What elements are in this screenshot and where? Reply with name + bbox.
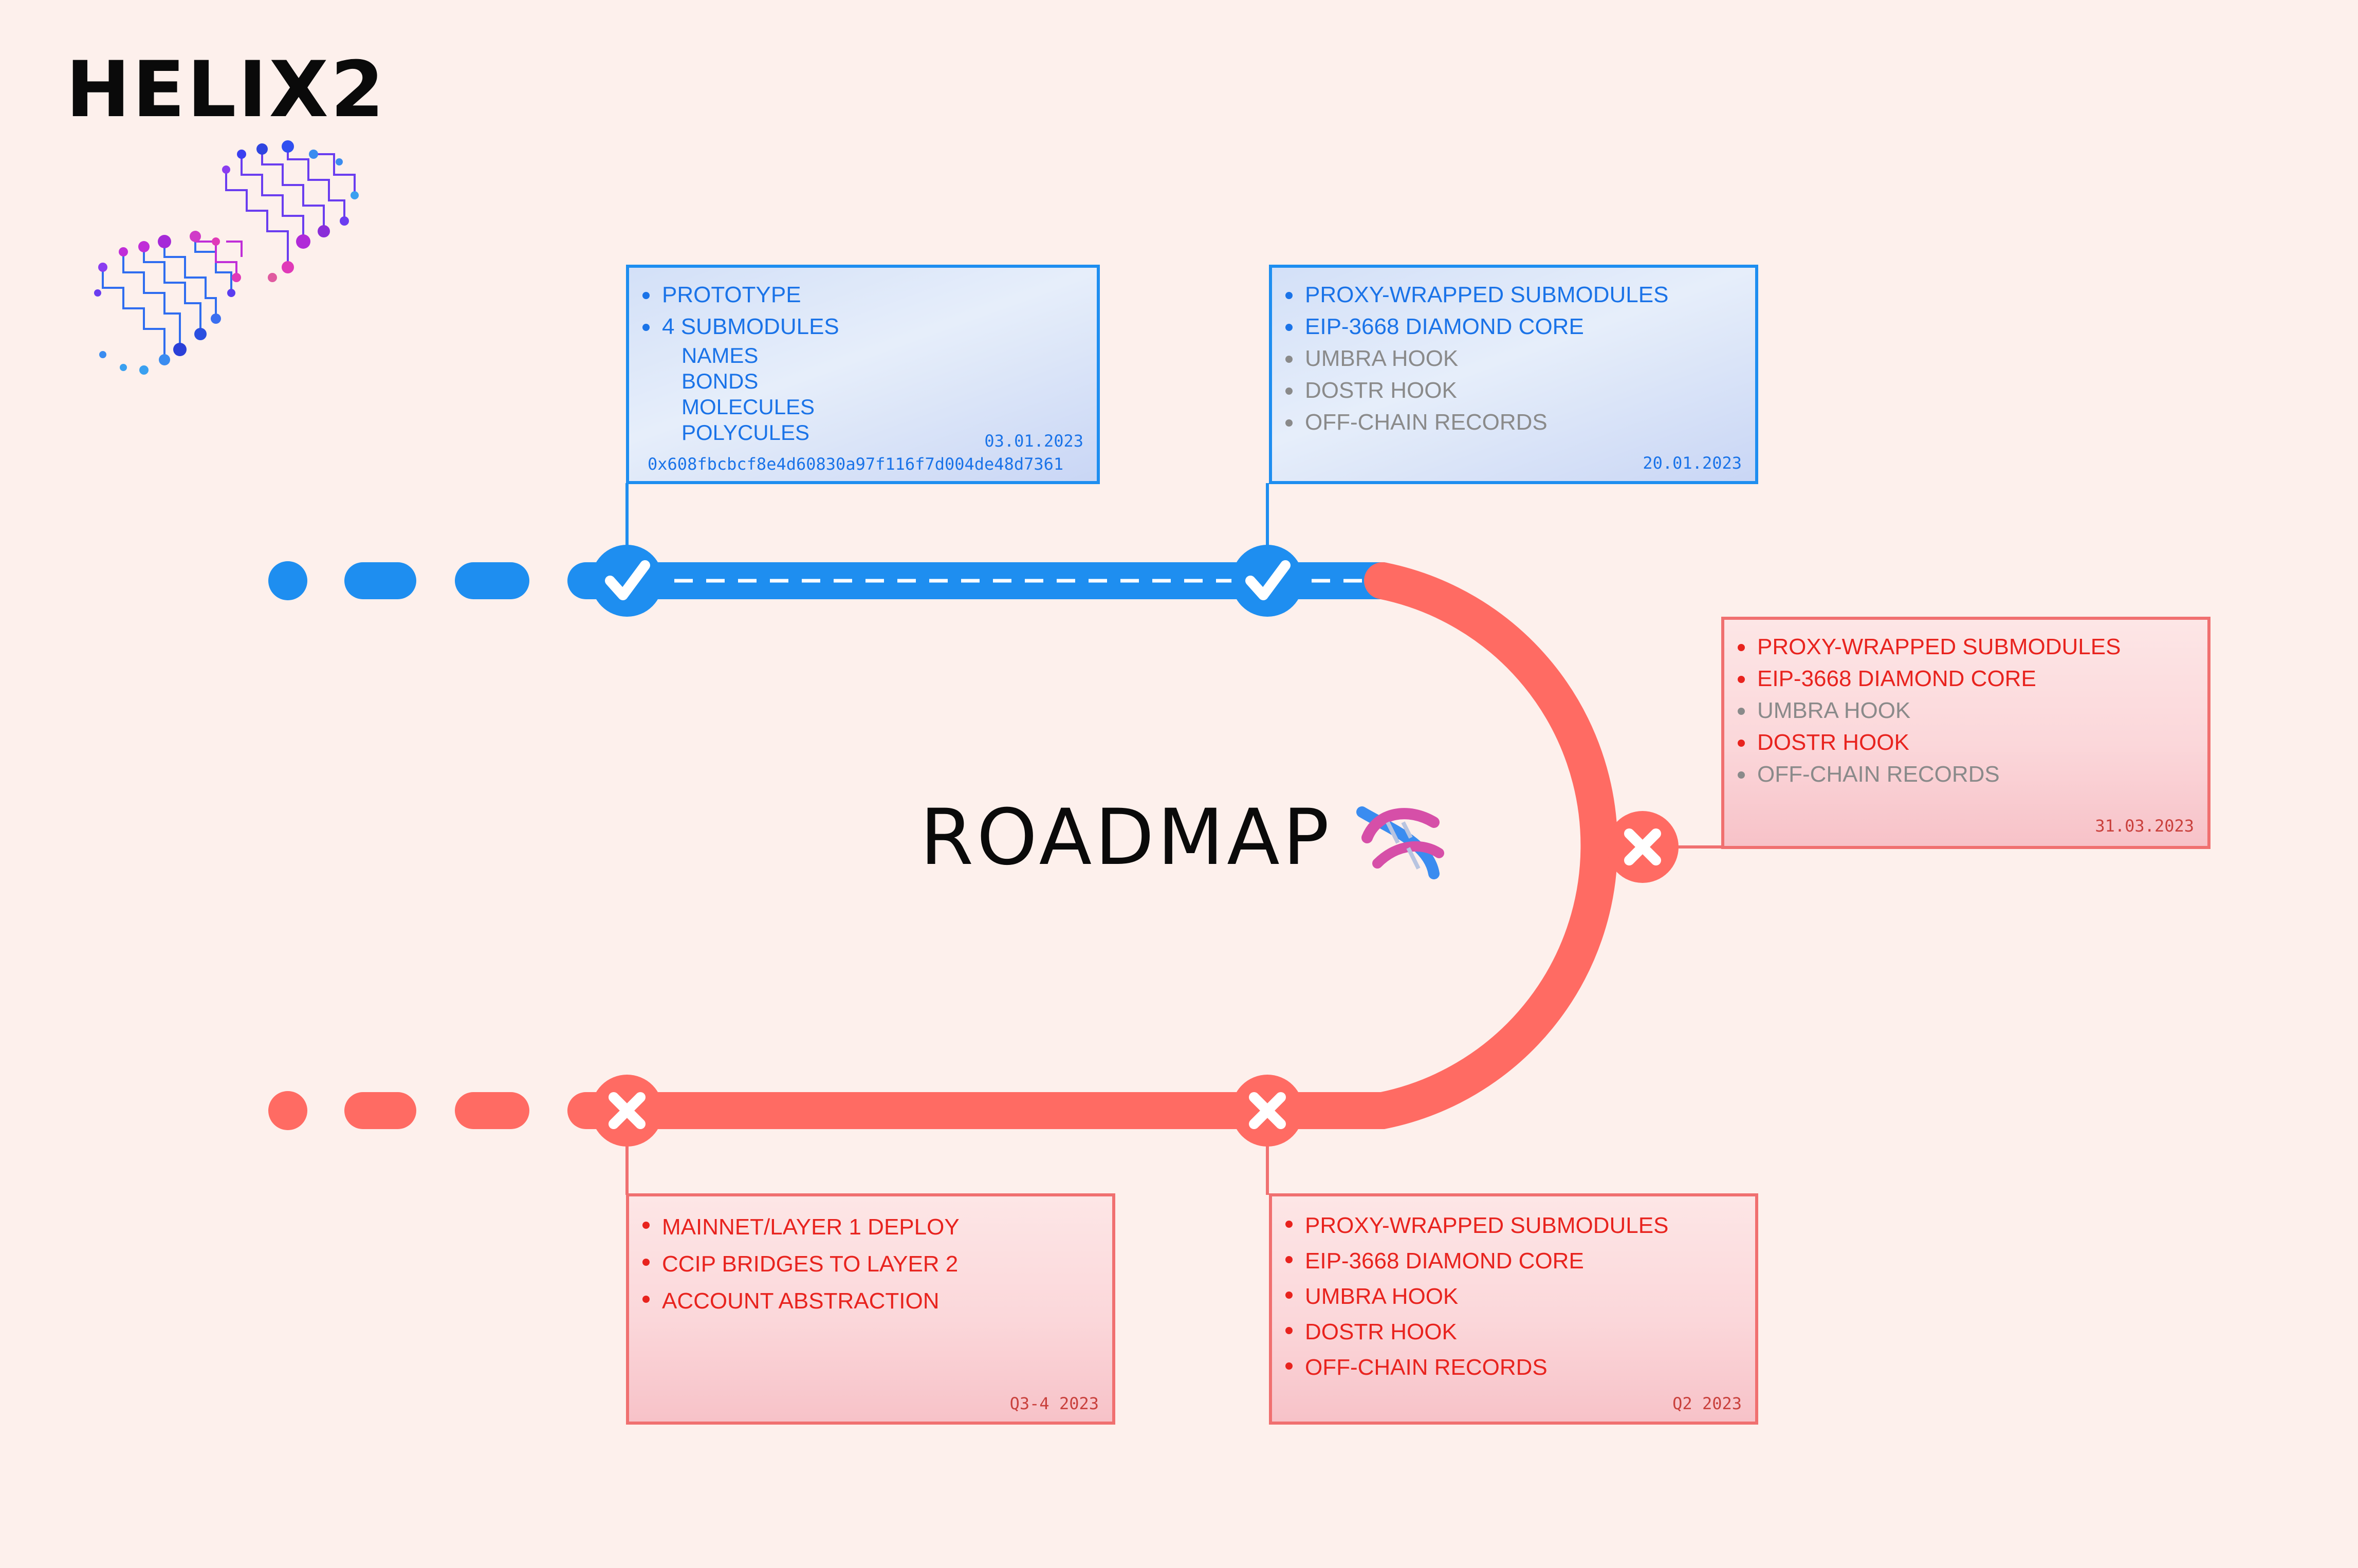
milestone-3-items: PROXY-WRAPPED SUBMODULES EIP-3668 DIAMON…	[1724, 620, 2207, 790]
sub-list-item: NAMES	[681, 343, 759, 367]
list-item: CCIP BRIDGES TO LAYER 2	[629, 1246, 1112, 1283]
list-item: MAINNET/LAYER 1 DEPLOY	[629, 1209, 1112, 1246]
list-item: DOSTR HOOK	[1272, 1314, 1755, 1350]
list-item: ACCOUNT ABSTRACTION	[629, 1283, 1112, 1320]
milestone-5-items: MAINNET/LAYER 1 DEPLOY CCIP BRIDGES TO L…	[629, 1196, 1112, 1320]
check-icon	[1245, 560, 1291, 600]
milestone-marker-2[interactable]	[1231, 545, 1303, 617]
milestone-marker-1[interactable]	[591, 545, 663, 617]
milestone-card-4: PROXY-WRAPPED SUBMODULES EIP-3668 DIAMON…	[1269, 1193, 1758, 1425]
list-item: 4 SUBMODULES	[629, 311, 1097, 343]
circuit-dna-dots	[94, 140, 359, 375]
milestone-4-items: PROXY-WRAPPED SUBMODULES EIP-3668 DIAMON…	[1272, 1196, 1755, 1385]
milestone-date: 03.01.2023	[984, 431, 1083, 451]
list-item-muted: UMBRA HOOK	[1272, 343, 1755, 375]
list-item: EIP-3668 DIAMOND CORE	[1272, 311, 1755, 343]
list-item: DOSTR HOOK	[1724, 727, 2207, 759]
milestone-date: 31.03.2023	[2095, 816, 2194, 836]
list-item: UMBRA HOOK	[1272, 1279, 1755, 1314]
list-item: PROTOTYPE	[629, 279, 1097, 311]
milestone-1-items: PROTOTYPE 4 SUBMODULES NAMES BONDS MOLEC…	[629, 268, 1097, 446]
milestone-date: 20.01.2023	[1643, 453, 1742, 473]
track-todo-segment	[567, 562, 1618, 1129]
milestone-marker-5[interactable]	[591, 1075, 663, 1147]
track-lead-dashes-todo	[268, 1091, 529, 1130]
dna-emoji-icon	[1356, 806, 1444, 879]
list-item: PROXY-WRAPPED SUBMODULES	[1724, 631, 2207, 663]
sub-list-item: MOLECULES	[681, 395, 815, 419]
x-icon	[609, 1092, 646, 1129]
milestone-card-5: MAINNET/LAYER 1 DEPLOY CCIP BRIDGES TO L…	[626, 1193, 1115, 1425]
brand-logo: HELIX2	[66, 45, 386, 135]
milestone-card-3: PROXY-WRAPPED SUBMODULES EIP-3668 DIAMON…	[1721, 617, 2210, 849]
list-item: EIP-3668 DIAMOND CORE	[1724, 663, 2207, 695]
milestone-marker-3[interactable]	[1607, 811, 1679, 883]
track-lead-dashes-done	[268, 561, 529, 600]
x-icon	[1624, 828, 1661, 865]
milestone-2-items: PROXY-WRAPPED SUBMODULES EIP-3668 DIAMON…	[1272, 268, 1755, 438]
list-item-muted: DOSTR HOOK	[1272, 375, 1755, 407]
list-item: PROXY-WRAPPED SUBMODULES	[1272, 279, 1755, 311]
list-item-muted: OFF-CHAIN RECORDS	[1724, 759, 2207, 790]
check-icon	[605, 560, 650, 600]
list-item: PROXY-WRAPPED SUBMODULES	[1272, 1208, 1755, 1243]
circuit-dna-icon	[102, 146, 356, 360]
sub-list-item: POLYCULES	[681, 420, 809, 445]
x-icon	[1249, 1092, 1286, 1129]
list-item: EIP-3668 DIAMOND CORE	[1272, 1243, 1755, 1279]
milestone-marker-4[interactable]	[1231, 1075, 1303, 1147]
milestone-card-1: PROTOTYPE 4 SUBMODULES NAMES BONDS MOLEC…	[626, 265, 1100, 484]
list-item-muted: UMBRA HOOK	[1724, 695, 2207, 727]
page-title: ROADMAP	[920, 793, 1333, 882]
milestone-date: Q2 2023	[1672, 1394, 1742, 1413]
list-item-muted: OFF-CHAIN RECORDS	[1272, 407, 1755, 438]
list-item: OFF-CHAIN RECORDS	[1272, 1350, 1755, 1385]
contract-hash-link[interactable]: 0x608fbcbcf8e4d60830a97f116f7d004de48d73…	[648, 454, 1064, 474]
sub-list-item: BONDS	[681, 369, 759, 393]
milestone-card-2: PROXY-WRAPPED SUBMODULES EIP-3668 DIAMON…	[1269, 265, 1758, 484]
milestone-date: Q3-4 2023	[1009, 1394, 1099, 1413]
